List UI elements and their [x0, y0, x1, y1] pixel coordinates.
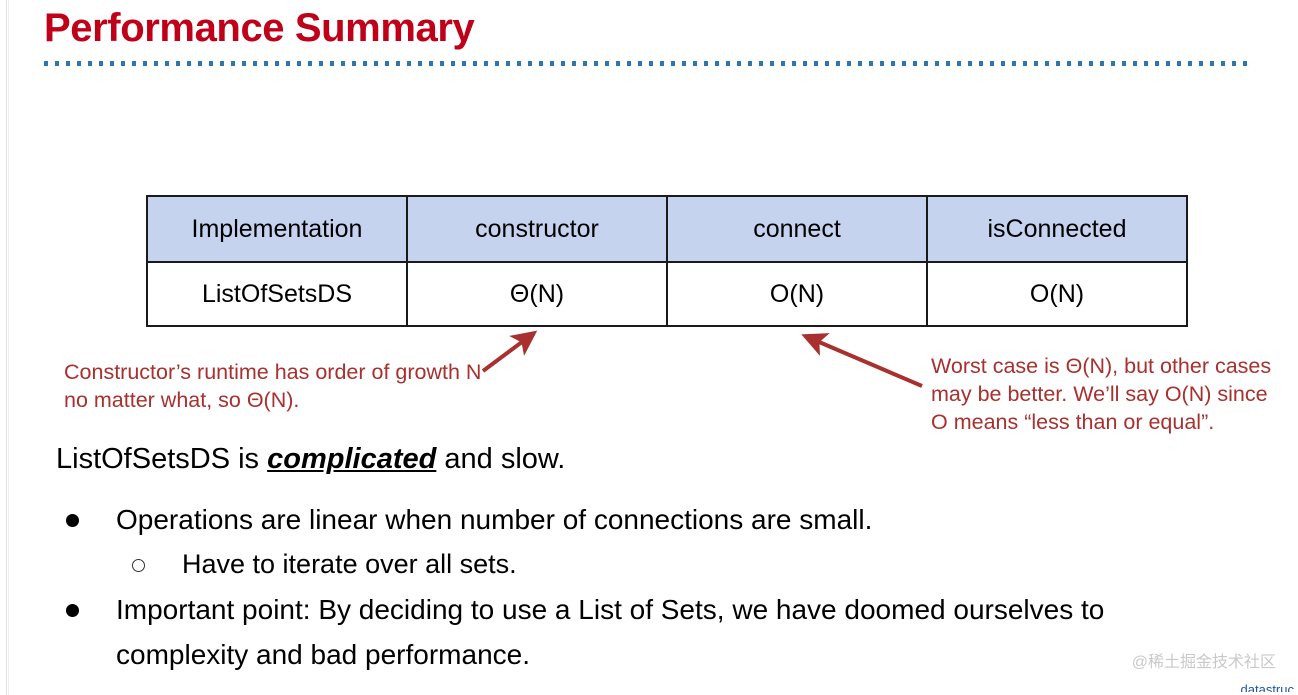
slide-edge-line-secondary [8, 0, 9, 695]
list-item: Important point: By deciding to use a Li… [56, 587, 1206, 677]
lead-sentence: ListOfSetsDS is complicated and slow. [56, 443, 565, 476]
table-row: ListOfSetsDS Θ(N) O(N) O(N) [146, 261, 1188, 327]
filled-bullet-icon [66, 497, 116, 542]
performance-table: Implementation constructor connect isCon… [146, 195, 1188, 327]
list-item: Operations are linear when number of con… [56, 497, 1206, 542]
slide-edge-line [6, 0, 7, 695]
lead-suffix: and slow. [436, 443, 566, 475]
cell-constructor: Θ(N) [406, 261, 668, 327]
column-header-implementation: Implementation [146, 195, 408, 263]
column-header-constructor: constructor [406, 195, 668, 263]
hollow-bullet-icon [132, 542, 182, 587]
cell-connect: O(N) [666, 261, 928, 327]
title-divider-dotted [44, 61, 1254, 66]
bullet-list: Operations are linear when number of con… [56, 497, 1206, 677]
page-title: Performance Summary [44, 6, 475, 50]
filled-bullet-icon [66, 587, 116, 632]
cell-isconnected: O(N) [926, 261, 1188, 327]
watermark-text: @稀土掘金技术社区 [1131, 654, 1276, 671]
footer-fragment-text: datastruc [1240, 682, 1294, 692]
list-item-label: Important point: By deciding to use a Li… [116, 594, 1105, 670]
lead-emphasis: complicated [267, 443, 437, 475]
arrow-to-constructor-cell [481, 330, 538, 373]
column-header-connect: connect [666, 195, 928, 263]
table-header-row: Implementation constructor connect isCon… [146, 195, 1188, 263]
cell-implementation: ListOfSetsDS [146, 261, 408, 327]
list-item-label: Operations are linear when number of con… [116, 504, 873, 535]
list-item: Have to iterate over all sets. [56, 542, 1206, 587]
annotation-constructor: Constructor’s runtime has order of growt… [64, 360, 482, 412]
list-item-label: Have to iterate over all sets. [182, 549, 517, 579]
annotation-connect: Worst case is Θ(N), but other cases may … [931, 354, 1272, 434]
arrow-to-connect-cell [801, 333, 923, 388]
column-header-isconnected: isConnected [926, 195, 1188, 263]
lead-prefix: ListOfSetsDS is [56, 443, 268, 475]
